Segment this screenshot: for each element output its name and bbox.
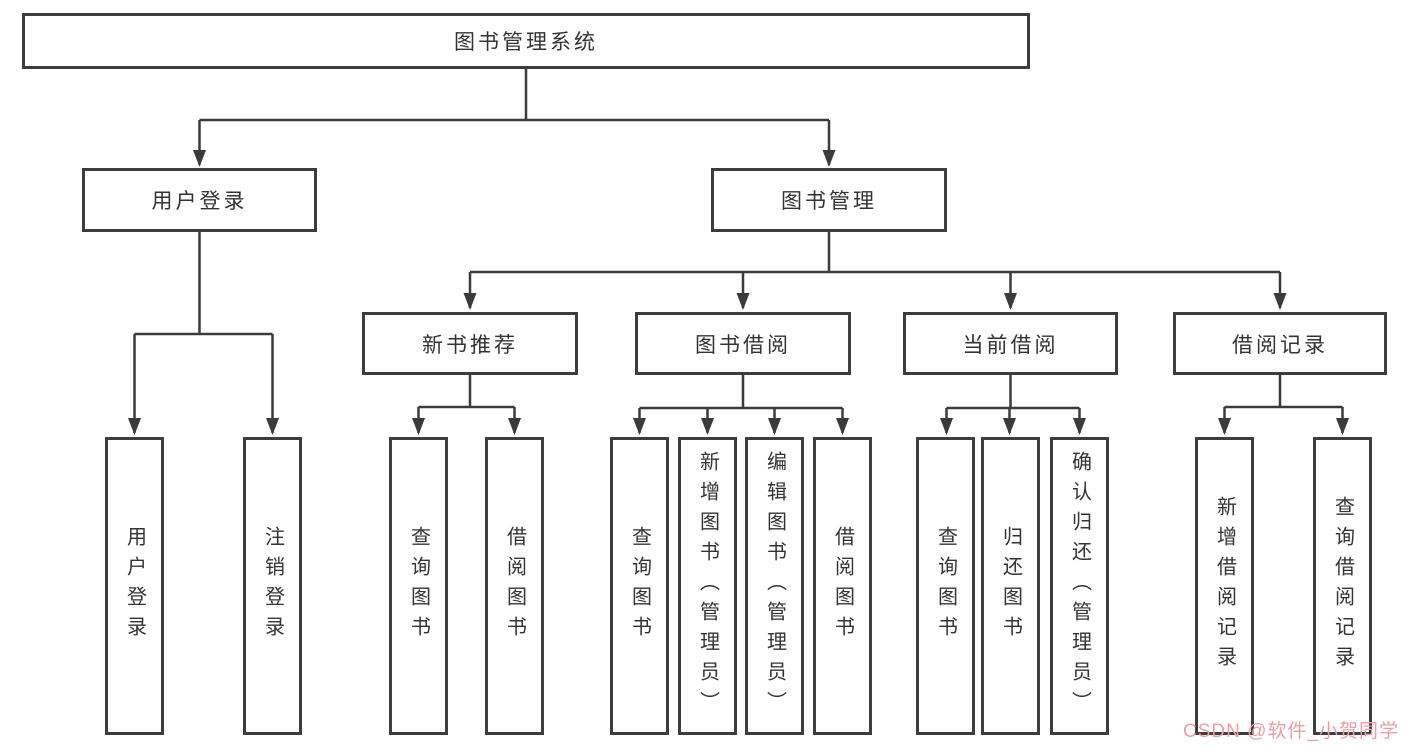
node-label: 归还图书 <box>999 526 1022 646</box>
leaf-return-books: 归还图书 <box>981 437 1040 735</box>
leaf-add-borrow-record: 新增借阅记录 <box>1195 437 1254 735</box>
node-label: 当前借阅 <box>962 333 1059 357</box>
connector-current-borrowing <box>940 375 1086 435</box>
node-label: 借阅图书 <box>503 526 526 646</box>
node-label: 注销登录 <box>261 526 284 646</box>
connector-new-book-recommendation <box>412 375 521 435</box>
node-book-borrowing: 图书借阅 <box>635 312 851 375</box>
connector-borrowing-records <box>1218 375 1349 435</box>
connector-book-management <box>463 232 1287 310</box>
leaf-query-books-borrowing: 查询图书 <box>610 437 669 735</box>
node-label: 新增图书（管理员） <box>696 451 719 721</box>
node-label: 新增借阅记录 <box>1213 496 1236 676</box>
leaf-logout: 注销登录 <box>243 437 302 735</box>
leaf-user-login: 用户登录 <box>105 437 164 735</box>
node-user-login: 用户登录 <box>82 168 317 232</box>
node-library-management-system: 图书管理系统 <box>22 13 1030 69</box>
node-label: 用户登录 <box>151 190 248 213</box>
leaf-borrow-books-recommend: 借阅图书 <box>485 437 544 735</box>
node-label: 图书管理 <box>781 190 877 213</box>
leaf-query-books-recommend: 查询图书 <box>389 437 448 735</box>
csdn-watermark: CSDN @软件_小贺同学 <box>1183 721 1399 742</box>
leaf-edit-books-admin: 编辑图书（管理员） <box>745 437 804 735</box>
connector-user-login <box>128 232 279 435</box>
node-label: 借阅图书 <box>831 526 854 646</box>
connector-root <box>193 69 836 167</box>
node-label: 查询图书 <box>407 526 430 646</box>
node-label: 编辑图书（管理员） <box>763 451 786 721</box>
leaf-confirm-return-admin: 确认归还（管理员） <box>1050 437 1109 735</box>
node-new-book-recommendation: 新书推荐 <box>362 312 578 375</box>
node-label: 查询图书 <box>628 526 651 646</box>
leaf-query-borrow-record: 查询借阅记录 <box>1313 437 1372 735</box>
connector-book-borrowing <box>633 375 849 435</box>
leaf-borrow-books: 借阅图书 <box>813 437 872 735</box>
node-label: 确认归还（管理员） <box>1068 451 1091 721</box>
node-label: 用户登录 <box>123 526 146 646</box>
node-label: 查询图书 <box>934 526 957 646</box>
node-label: 图书管理系统 <box>454 31 598 54</box>
leaf-add-books-admin: 新增图书（管理员） <box>678 437 737 735</box>
node-label: 图书借阅 <box>695 333 791 357</box>
node-current-borrowing: 当前借阅 <box>903 312 1118 375</box>
node-borrowing-records: 借阅记录 <box>1173 312 1387 375</box>
node-label: 新书推荐 <box>422 333 518 357</box>
leaf-query-books-current: 查询图书 <box>916 437 975 735</box>
node-label: 借阅记录 <box>1232 333 1328 357</box>
node-book-management: 图书管理 <box>711 168 947 232</box>
node-label: 查询借阅记录 <box>1331 496 1354 676</box>
